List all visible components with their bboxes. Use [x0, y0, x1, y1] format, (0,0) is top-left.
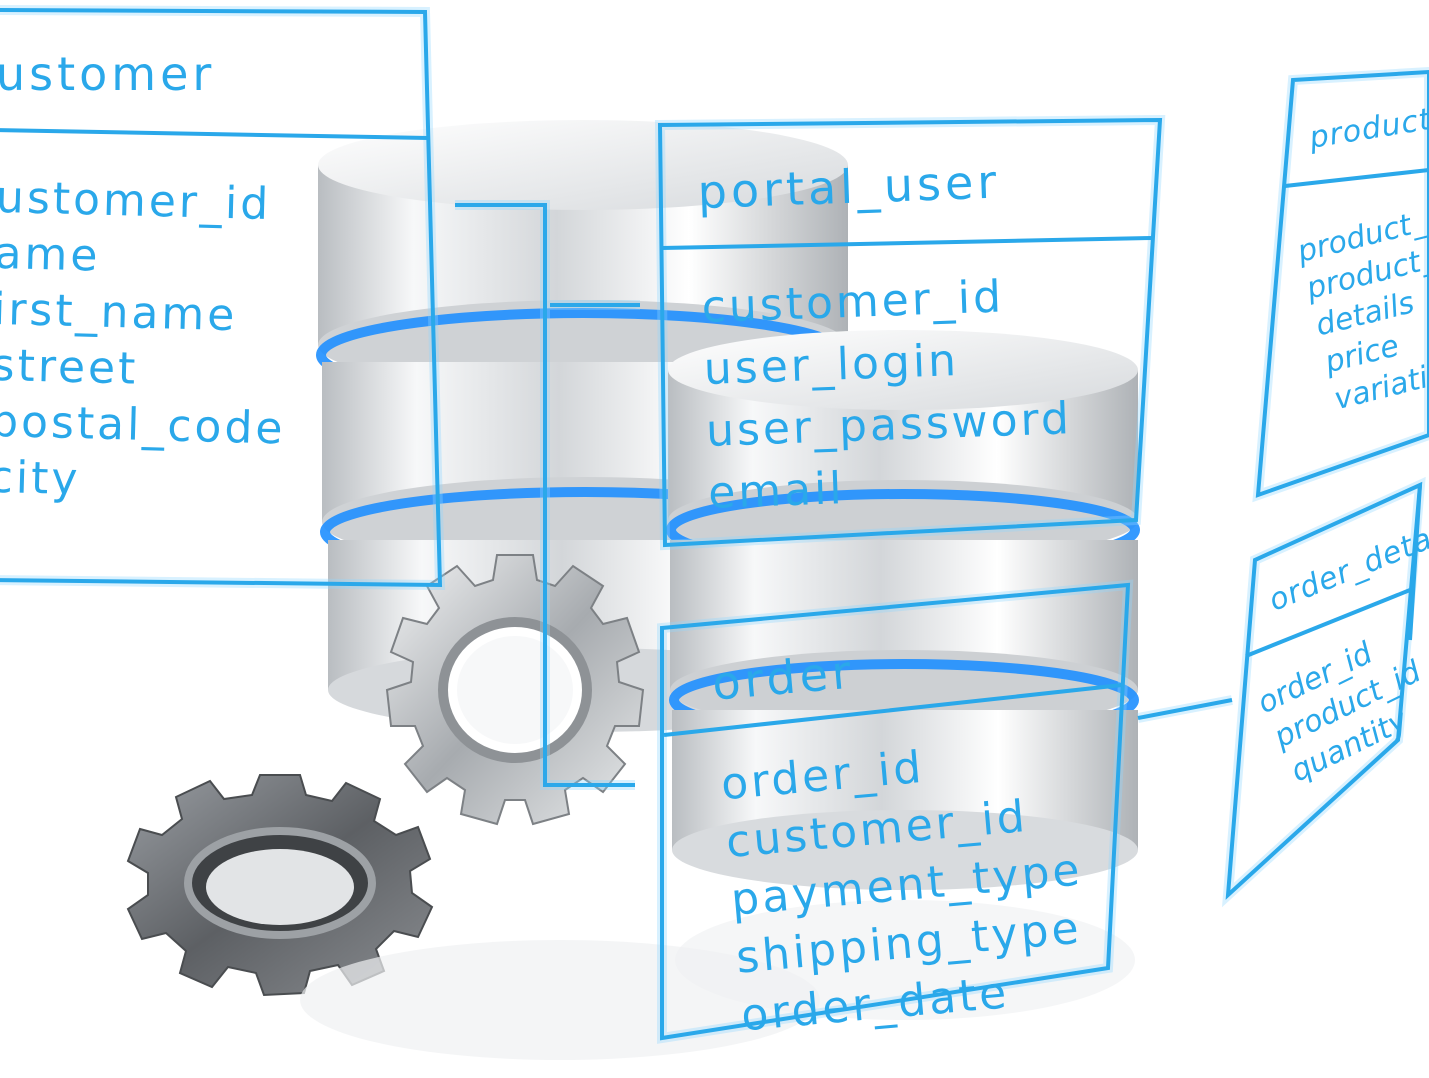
table-title: order	[710, 644, 857, 710]
field-first-name: irst_name	[0, 284, 238, 341]
table-order-details: order_details order_id product_id quanti…	[1221, 476, 1429, 908]
field-city: city	[0, 452, 81, 505]
table-portal-user: portal_user customer_id user_login user_…	[654, 114, 1166, 551]
field-email: email	[707, 463, 845, 519]
field-customer-id: customer_id	[701, 271, 1005, 333]
gear-icon	[126, 774, 434, 997]
table-title: ustomer	[0, 47, 215, 101]
table-title: order_details	[1264, 508, 1429, 619]
field-customer-id: ustomer_id	[0, 172, 272, 230]
field-name: ame	[0, 228, 101, 282]
table-title: products	[1306, 99, 1429, 156]
table-customer: ustomer ustomer_id ame irst_name street …	[0, 5, 446, 591]
disk-front-bottom	[672, 710, 1138, 890]
table-title: portal_user	[697, 155, 1001, 220]
field-postal-code: postal_code	[0, 396, 286, 455]
table-products: products product_id product_nan details …	[1252, 66, 1429, 503]
field-street: street	[0, 340, 139, 395]
relation-connectors	[455, 200, 1233, 790]
field-user-login: user_login	[703, 335, 960, 395]
